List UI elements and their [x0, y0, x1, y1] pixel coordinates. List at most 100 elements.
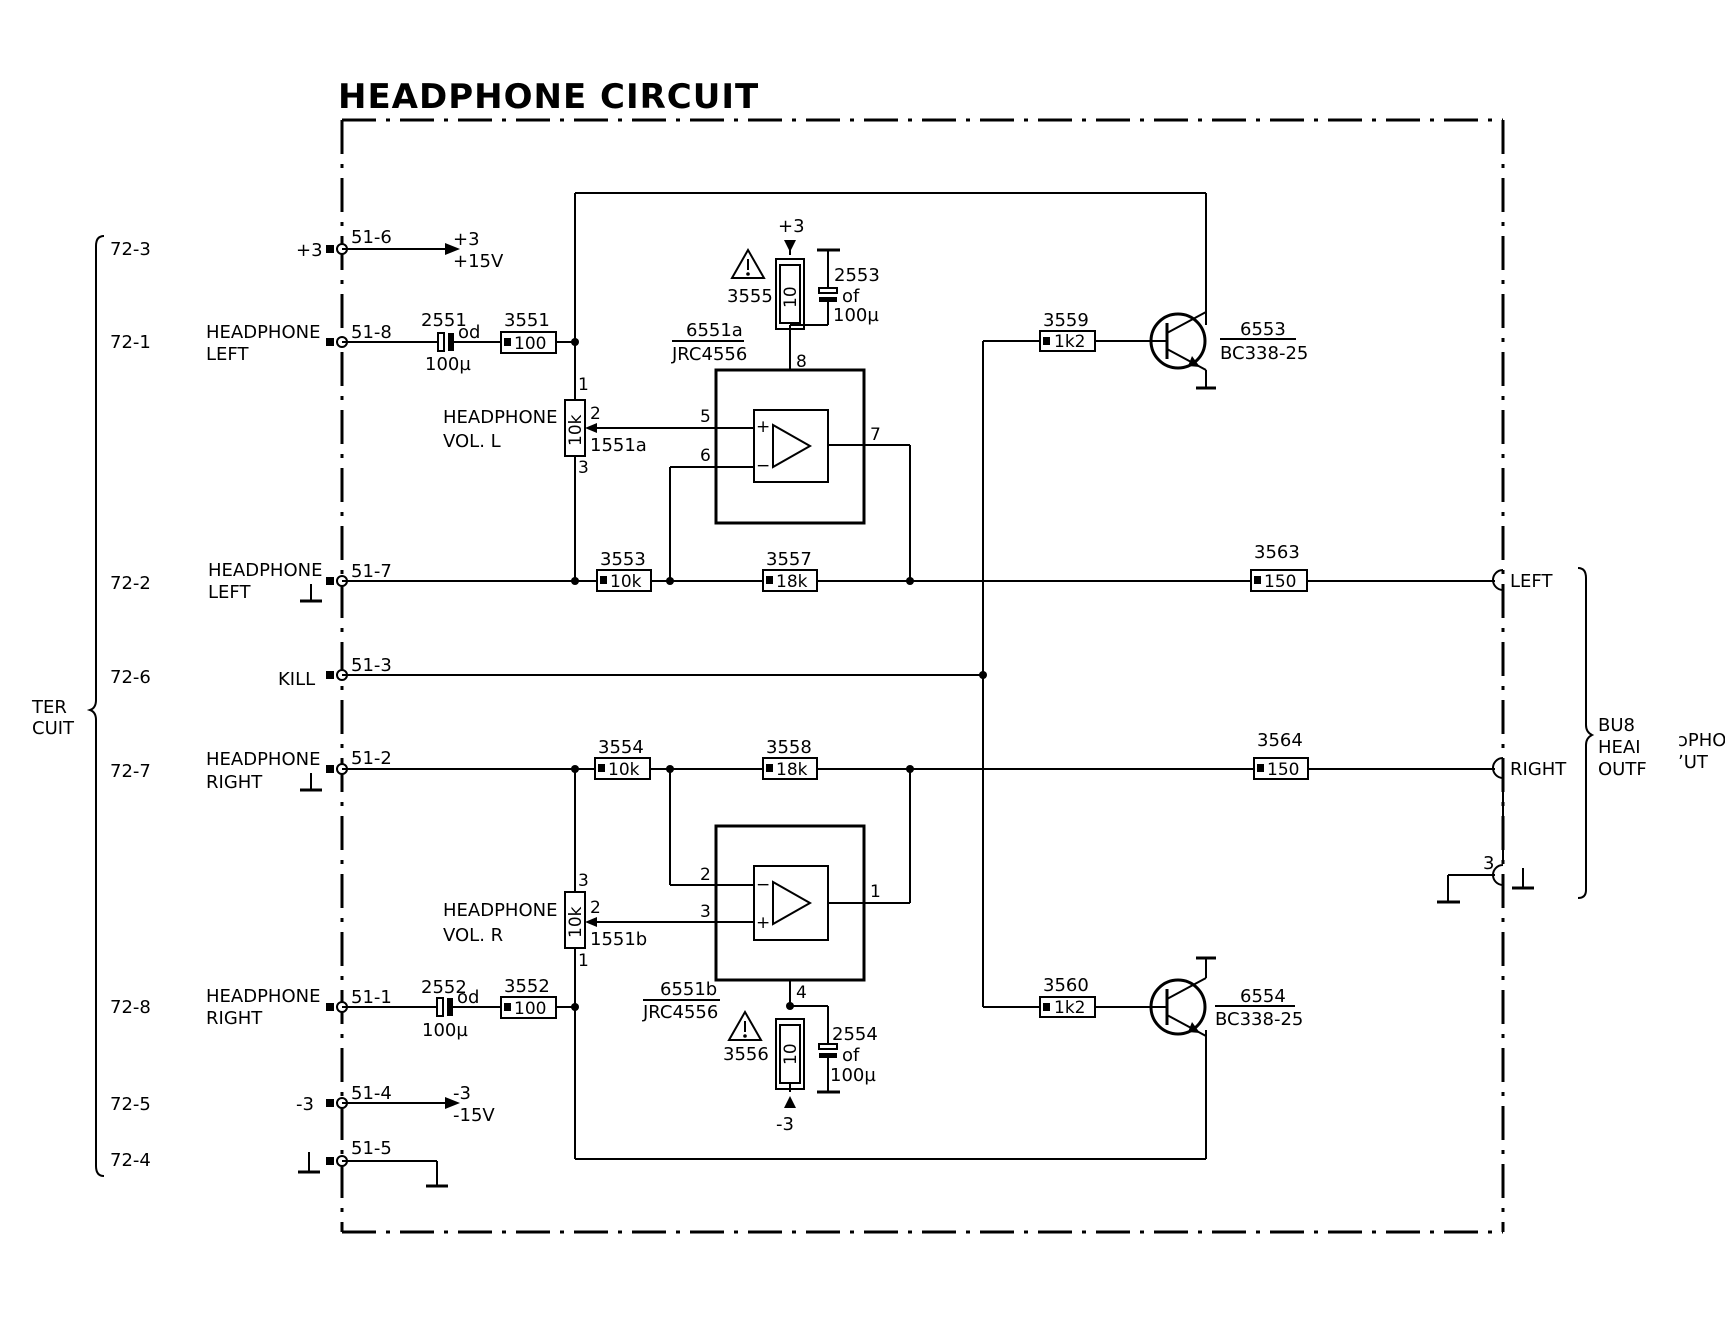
- pot-l-label-2: VOL. L: [443, 431, 501, 452]
- node-51-8: 51-8: [351, 322, 392, 343]
- capacitor-2552: 2552 od 100µ: [421, 977, 479, 1041]
- ground-icon: [300, 584, 322, 603]
- opamp-b-ref: 6551b: [660, 979, 717, 1000]
- arrow-icon: [445, 243, 460, 255]
- pin-72-8: 72-8: [110, 997, 151, 1018]
- pot-r-pin3: 3: [578, 871, 589, 891]
- pin-72-1: 72-1: [110, 332, 151, 353]
- signal-hp-right-1b: RIGHT: [206, 772, 263, 793]
- pot-r-pin1: 1: [578, 951, 589, 971]
- arrow-icon: [784, 240, 796, 252]
- pin-72-4: 72-4: [110, 1150, 151, 1171]
- transistor-6554: 6554 BC338-25: [1149, 956, 1303, 1040]
- node-51-6: 51-6: [351, 227, 392, 248]
- r3559-ref: 3559: [1043, 310, 1089, 331]
- opamp-b-pin-out: 1: [870, 882, 881, 902]
- opamp-a-part: JRC4556: [671, 344, 747, 365]
- resistor-3560: 1k2 3560: [1039, 975, 1096, 1018]
- r3552-ref: 3552: [504, 976, 550, 997]
- wiper-arrow-icon: [585, 423, 597, 433]
- opamp-6551a: + − 8 5 6 7 6551a JRC4556: [671, 320, 881, 525]
- junction-dots: [571, 338, 987, 1011]
- connector-pin-labels: 72-3 72-1 72-2 72-6 72-7 72-8 72-5 72-4: [110, 239, 151, 1171]
- r3552-value: 100: [514, 999, 546, 1019]
- right-clipped-label-1: ɔPHO: [1678, 730, 1725, 751]
- pot-r-label-2: VOL. R: [443, 925, 503, 946]
- pot-r-label-1: HEADPHONE: [443, 900, 557, 921]
- r3556-ref: 3556: [723, 1044, 769, 1065]
- r3551-value: 100: [514, 334, 546, 354]
- signal-hp-left-1b: LEFT: [206, 344, 249, 365]
- cap-2554-type: of: [842, 1045, 860, 1066]
- output-terminals: LEFT RIGHT 3: [1483, 569, 1567, 886]
- q6554-part: BC338-25: [1215, 1009, 1303, 1030]
- opamp-b-pin-plus: 3: [700, 902, 711, 922]
- arrow-icon: [784, 1096, 796, 1108]
- r3559-value: 1k2: [1054, 332, 1085, 352]
- opamp-a-minus: −: [756, 456, 770, 476]
- signal-hp-right-1a: HEADPHONE: [206, 749, 320, 770]
- node-labels: 51-6 51-8 51-7 51-3 51-2 51-1 51-4 51-5: [351, 227, 392, 1159]
- warning-triangle-icon: [730, 247, 766, 279]
- signal-plus3: +3: [296, 240, 323, 261]
- node-51-3: 51-3: [351, 655, 392, 676]
- signal-hp-right-2a: HEADPHONE: [206, 986, 320, 1007]
- signal-kill: KILL: [278, 669, 315, 690]
- node-51-4: 51-4: [351, 1083, 392, 1104]
- r3563-ref: 3563: [1254, 542, 1300, 563]
- signal-minus3: -3: [296, 1094, 314, 1115]
- cap-2553-type: of: [842, 286, 860, 307]
- output-left-label: LEFT: [1510, 571, 1553, 592]
- r3555-supply: +3: [778, 216, 805, 237]
- resistor-3559: 1k2 3559: [1039, 310, 1096, 352]
- cap-2554-ref: 2554: [832, 1024, 878, 1045]
- supply-arrows: +3 +15V -3 -15V: [342, 229, 504, 1126]
- pin-72-7: 72-7: [110, 761, 151, 782]
- ground-icon: [342, 1160, 448, 1188]
- resistor-3555: +3 10 3555: [727, 216, 805, 330]
- ground-icon: [298, 1152, 320, 1174]
- amplifier-triangle-icon: [772, 880, 813, 926]
- node-51-1: 51-1: [351, 987, 392, 1008]
- r3564-value: 150: [1267, 760, 1299, 780]
- opamp-a-pin-supply: 8: [796, 352, 807, 372]
- resistor-3557: 18k 3557: [762, 549, 818, 592]
- ground-icon-group: [298, 584, 448, 1188]
- signal-hp-left-2a: HEADPHONE: [208, 560, 322, 581]
- pot-r-value: 10k: [566, 906, 586, 938]
- capacitor-2554: 2554 of 100µ: [818, 1024, 878, 1086]
- signal-labels: +3 HEADPHONE LEFT HEADPHONE LEFT KILL HE…: [206, 240, 323, 1115]
- pin-72-2: 72-2: [110, 573, 151, 594]
- supply-top-1: +3: [453, 229, 480, 250]
- transistor-6553: 6553 BC338-25: [1149, 311, 1308, 390]
- r3557-ref: 3557: [766, 549, 812, 570]
- cap-2551-value: 100µ: [425, 354, 471, 375]
- left-connector-bracket: TER CUIT: [31, 235, 105, 1177]
- r3558-value: 18k: [776, 760, 808, 780]
- r3555-ref: 3555: [727, 286, 773, 307]
- pot-l-pin3: 3: [578, 458, 589, 478]
- right-bracket-label-3: OUTF: [1598, 759, 1647, 780]
- cap-2551-type: od: [458, 322, 480, 343]
- r3554-value: 10k: [608, 760, 640, 780]
- signal-hp-left-1a: HEADPHONE: [206, 322, 320, 343]
- diagram-title: HEADPHONE CIRCUIT: [338, 77, 759, 117]
- pin-72-3: 72-3: [110, 239, 151, 260]
- pot-l-label-1: HEADPHONE: [443, 407, 557, 428]
- r3560-value: 1k2: [1054, 998, 1085, 1018]
- cap-2554-value: 100µ: [830, 1065, 876, 1086]
- amplifier-triangle-icon: [772, 423, 813, 469]
- output-ground-pin: 3: [1483, 853, 1494, 874]
- r3560-ref: 3560: [1043, 975, 1089, 996]
- opamp-a-plus: +: [756, 417, 770, 437]
- bracket-label-1: TER: [31, 697, 67, 718]
- pot-l-value: 10k: [566, 414, 586, 446]
- r3563-value: 150: [1264, 572, 1296, 592]
- opamp-b-pin-supply: 4: [796, 983, 807, 1003]
- r3556-value: 10: [781, 1043, 801, 1065]
- resistor-3563: 150 3563: [1250, 542, 1308, 592]
- r3551-ref: 3551: [504, 310, 550, 331]
- capacitor-2553: 2553 of 100µ: [818, 265, 880, 326]
- opamp-b-minus: −: [756, 875, 770, 895]
